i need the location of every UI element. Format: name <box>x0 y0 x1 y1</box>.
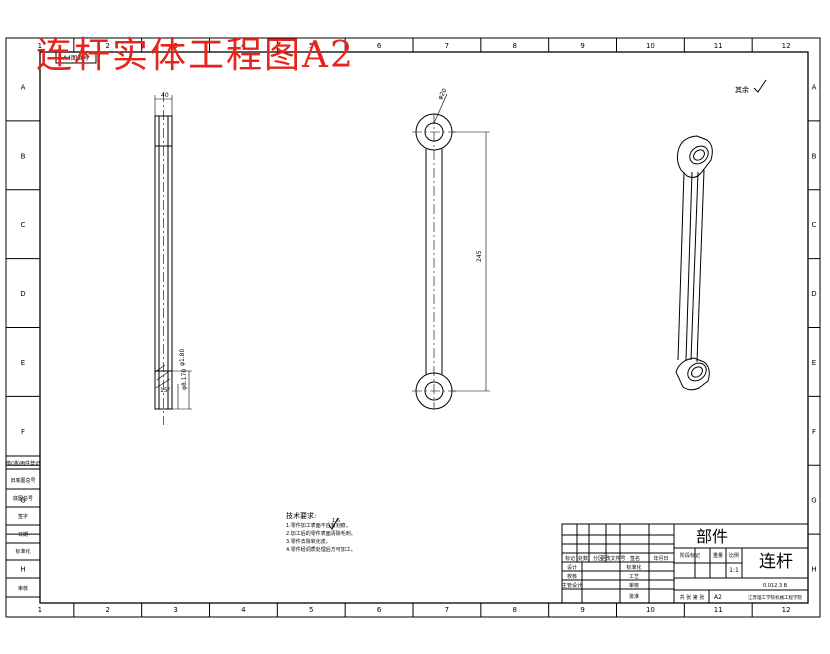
zone-col-label-bottom-12: 12 <box>782 606 791 614</box>
zone-col-label-bottom-7: 7 <box>445 606 449 614</box>
dim-side-angle: 15° <box>160 387 171 394</box>
zone-row-label-right-C: C <box>812 221 817 229</box>
side-label-4: 签字 <box>18 513 28 520</box>
zone-row-label-right-D: D <box>811 290 816 298</box>
zone-row-ticks <box>6 120 820 535</box>
role2-4: 批准 <box>629 593 639 600</box>
front-view <box>412 93 490 410</box>
frame-tag-box <box>55 51 97 64</box>
role-1: 设计 <box>567 564 577 571</box>
zone-col-label-bottom-1: 1 <box>38 606 42 614</box>
side-label-7: 审核 <box>18 585 28 592</box>
stage-header-3: 比例 <box>729 552 739 559</box>
role-3: 主管设计 <box>562 582 582 589</box>
surface-finish-note: 其余 <box>735 85 749 94</box>
rev-header-2: 处数 <box>578 555 588 562</box>
zone-column-ticks <box>73 38 753 617</box>
side-view <box>154 92 192 425</box>
side-label-6: 标准化 <box>15 548 30 555</box>
role2-2: 工艺 <box>629 574 639 580</box>
sheet-info: 共 张 第 张 <box>680 594 705 601</box>
rev-header-4: 更改文件号 <box>600 555 625 562</box>
scale-value: 1:1 <box>729 567 739 574</box>
zone-row-label-right-H: H <box>811 566 816 574</box>
zone-col-label-top-2: 2 <box>106 42 110 50</box>
zone-col-label-top-6: 6 <box>377 42 382 50</box>
zone-col-label-top-7: 7 <box>445 42 449 50</box>
role2-3: 审核 <box>629 582 639 589</box>
zone-col-label-bottom-2: 2 <box>106 606 110 614</box>
zone-col-label-bottom-8: 8 <box>513 606 517 614</box>
zone-col-label-bottom-4: 4 <box>241 606 246 614</box>
rev-header-5: 签名 <box>630 555 640 562</box>
zone-col-label-top-3: 3 <box>173 42 177 50</box>
zone-row-label-left-A: A <box>21 83 26 91</box>
side-label-1: 借(通)用件登记 <box>6 460 40 467</box>
title-part-name: 连杆 <box>759 552 793 572</box>
rev-header-6: 年月日 <box>653 555 668 562</box>
zone-col-label-top-8: 8 <box>513 42 517 50</box>
dim-side-bore-1: φ1.80 <box>179 349 186 367</box>
isometric-view <box>675 135 713 391</box>
zone-row-label-left-C: C <box>21 221 26 229</box>
sheet-format: A2 <box>714 594 722 601</box>
zone-row-label-left-G: G <box>20 497 25 505</box>
zone-row-label-right-G: G <box>811 497 816 505</box>
zone-col-label-bottom-11: 11 <box>714 606 723 614</box>
zone-col-label-top-4: 4 <box>241 42 246 50</box>
overlay-title: 连杆实体工程图A2 <box>36 35 355 76</box>
dim-front-center: 245 <box>476 250 483 262</box>
zone-row-label-left-E: E <box>21 359 25 367</box>
zone-col-label-bottom-5: 5 <box>309 606 313 614</box>
title-block <box>561 523 809 604</box>
notes-heading: 技术要求: <box>286 511 316 520</box>
zone-row-label-left-B: B <box>21 152 26 160</box>
zone-row-label-left-H: H <box>20 566 25 574</box>
note-line-1: 1.零件加工表面不应有划痕。 <box>286 522 351 529</box>
zone-row-label-right-B: B <box>812 152 817 160</box>
role-2: 校核 <box>567 573 577 580</box>
school-name: 江苏理工学院机械工程学院 <box>748 594 802 601</box>
note-line-4: 4.零件经调质处理后方可加工。 <box>286 546 356 553</box>
side-label-3: 底图总号 <box>13 495 33 502</box>
zone-row-label-right-E: E <box>812 359 816 367</box>
title-category: 部件 <box>696 527 728 546</box>
zone-col-label-bottom-9: 9 <box>580 606 584 614</box>
zone-col-label-top-10: 10 <box>646 42 655 50</box>
zone-col-label-top-5: 5 <box>309 42 313 50</box>
material-code: 0.012.3 B <box>763 583 788 589</box>
zone-col-label-bottom-10: 10 <box>646 606 655 614</box>
role2-1: 标准化 <box>626 564 641 571</box>
dim-front-bore: φ20 <box>437 87 449 101</box>
zone-row-label-left-D: D <box>20 290 25 298</box>
zone-row-label-left-F: F <box>21 428 25 436</box>
zone-row-label-right-A: A <box>812 83 817 91</box>
rev-header-1: 标记 <box>565 555 575 562</box>
note-line-2: 2.加工后的零件表面清除毛刺。 <box>286 530 356 537</box>
rev-header-3: 分区 <box>593 555 603 562</box>
frame-tag: A4图框号 <box>63 54 89 62</box>
zone-col-label-top-1: 1 <box>38 42 42 50</box>
zone-col-label-bottom-3: 3 <box>173 606 177 614</box>
side-label-5: 日期 <box>18 532 28 538</box>
dim-side-width: 40 <box>161 92 169 99</box>
zone-col-label-top-12: 12 <box>782 42 791 50</box>
stage-header-1: 阶段标记 <box>680 552 700 559</box>
side-label-2: 旧底图总号 <box>10 477 35 484</box>
technical-notes: 技术要求: 1.6 1.零件加工表面不应有划痕。 2.加工后的零件表面清除毛刺。… <box>286 511 356 553</box>
stage-header-2: 重量 <box>713 552 723 559</box>
dim-side-bore-2: φ8.170 <box>181 369 188 390</box>
roughness-symbol <box>753 79 767 93</box>
zone-row-label-right-F: F <box>812 428 816 436</box>
zone-col-label-bottom-6: 6 <box>377 606 382 614</box>
side-signature-column <box>6 455 40 598</box>
note-line-3: 3.零件去除氧化皮。 <box>286 538 331 545</box>
zone-col-label-top-11: 11 <box>714 42 723 50</box>
zone-col-label-top-9: 9 <box>580 42 584 50</box>
